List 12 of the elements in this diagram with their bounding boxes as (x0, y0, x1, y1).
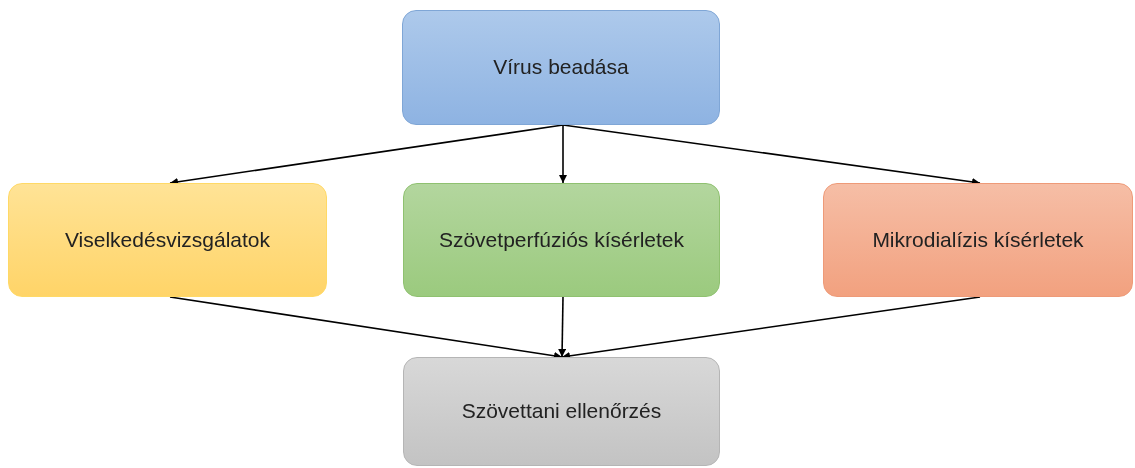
process-box (403, 183, 720, 297)
process-box (8, 183, 327, 297)
box-label: Mikrodialízis kísérletek (871, 226, 1085, 253)
process-box (402, 10, 720, 125)
process-box (403, 357, 720, 466)
box-label: Viselkedésvizsgálatok (63, 226, 272, 253)
box-label: Vírus beadása (492, 54, 630, 81)
arrow (558, 296, 567, 358)
box-label: Szövettani ellenőrzés (460, 398, 663, 425)
arrow (559, 124, 567, 184)
box-label: Szövetperfúziós kísérletek (437, 226, 686, 253)
process-box (823, 183, 1133, 297)
